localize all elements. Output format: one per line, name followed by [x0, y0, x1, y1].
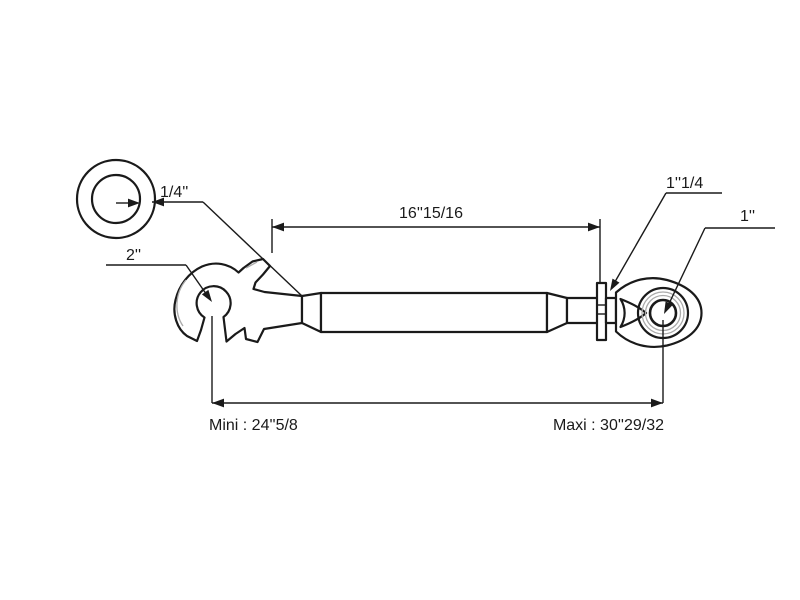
collar-neck: [604, 296, 618, 325]
right-threaded-shaft: [565, 296, 600, 325]
ball-joint-end: [595, 277, 703, 348]
hole-radius-arrowhead-icon: [128, 198, 140, 208]
hook-chamfer-detail: [176, 279, 187, 327]
leader-arrowhead-icon: [201, 289, 212, 302]
hole-detail-view: [75, 158, 157, 240]
hook-end: [173, 257, 304, 344]
tube-length-dimension: 16''15/16: [271, 205, 601, 282]
hook-latch-detail: [245, 261, 258, 269]
leader-arrowhead-icon: [664, 301, 673, 314]
ball-diameter-leader: 1'': [664, 208, 775, 314]
hook-outline: [173, 257, 304, 344]
min-length-label: Mini : 24''5/8: [209, 417, 298, 434]
dim-arrowhead-left-icon: [272, 222, 284, 232]
collar-diameter-label: 1''1/4: [666, 175, 703, 192]
leader-diagonal: [202, 201, 303, 297]
collar-flange: [595, 281, 608, 342]
leader-diagonal: [665, 227, 706, 311]
ball-diameter-label: 1'': [740, 208, 755, 225]
hole-inner-circle: [90, 173, 142, 225]
hole-diameter-leader: 1/4'': [152, 184, 303, 297]
overall-length-dimension: Mini : 24''5/8 Maxi : 30''29/32: [209, 316, 664, 434]
dim-arrowhead-right-icon: [651, 398, 663, 408]
hook-opening-leader: 2'': [106, 247, 212, 302]
body-right-taper: [545, 291, 569, 334]
hole-outer-circle: [75, 158, 157, 240]
leader-arrowhead-icon: [610, 278, 620, 291]
body-tube: [319, 291, 549, 334]
hole-diameter-label: 1/4'': [160, 184, 188, 201]
ball-socket-pinch: [619, 297, 648, 329]
leader-arrowhead-icon: [152, 197, 164, 207]
max-length-label: Maxi : 30''29/32: [553, 417, 664, 434]
dim-arrowhead-right-icon: [588, 222, 600, 232]
body-left-taper: [300, 291, 323, 334]
collar-diameter-leader: 1''1/4: [610, 175, 722, 291]
dim-arrowhead-left-icon: [212, 398, 224, 408]
turnbuckle-body: [300, 291, 600, 334]
leader-diagonal: [611, 192, 667, 288]
hook-opening-label: 2'': [126, 247, 141, 264]
tube-length-label: 16''15/16: [399, 205, 463, 222]
